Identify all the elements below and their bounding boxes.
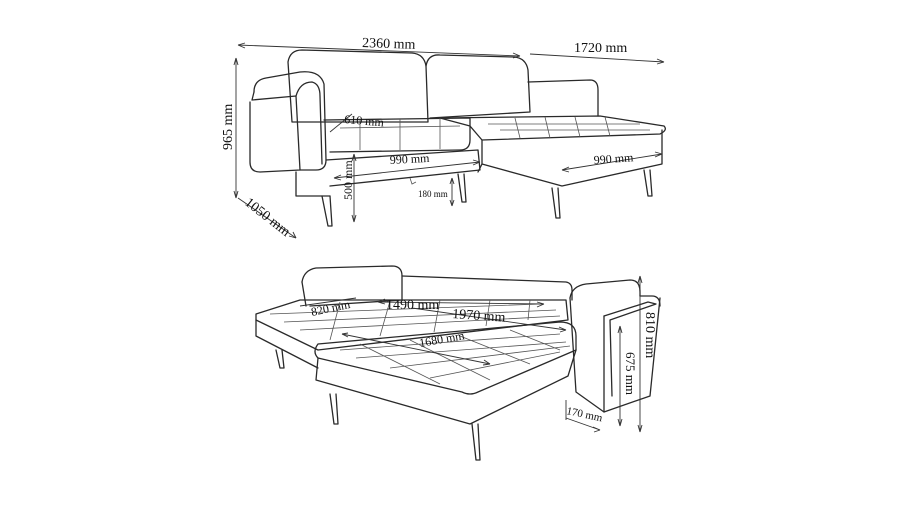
dim-seat-height: 500 mm (341, 160, 355, 200)
sofa-bed-drawing (255, 265, 661, 461)
dim-width-total: 2360 mm (362, 36, 416, 53)
dim-chaise-length-bed: 1680 mm (418, 328, 466, 350)
dim-depth: 1050 mm (242, 195, 293, 240)
dim-bed-length: 1970 mm (452, 307, 506, 326)
sofa-drawing (249, 49, 666, 227)
dim-chaise-length: 1720 mm (574, 41, 627, 56)
dim-bed-width: 1490 mm (386, 298, 439, 313)
dim-seat-width: 990 mm (389, 151, 430, 167)
dim-seat-depth: 610 mm (344, 112, 385, 129)
dim-chaise-width: 990 mm (593, 150, 634, 167)
dim-arm-height: 675 mm (623, 352, 638, 395)
dim-leg-height: 180 mm (418, 189, 448, 199)
top-view-dimension-lines (233, 42, 665, 239)
bed-view-dimension-lines (299, 275, 643, 433)
dim-height: 965 mm (221, 104, 236, 150)
dim-back-height: 810 mm (642, 312, 657, 358)
